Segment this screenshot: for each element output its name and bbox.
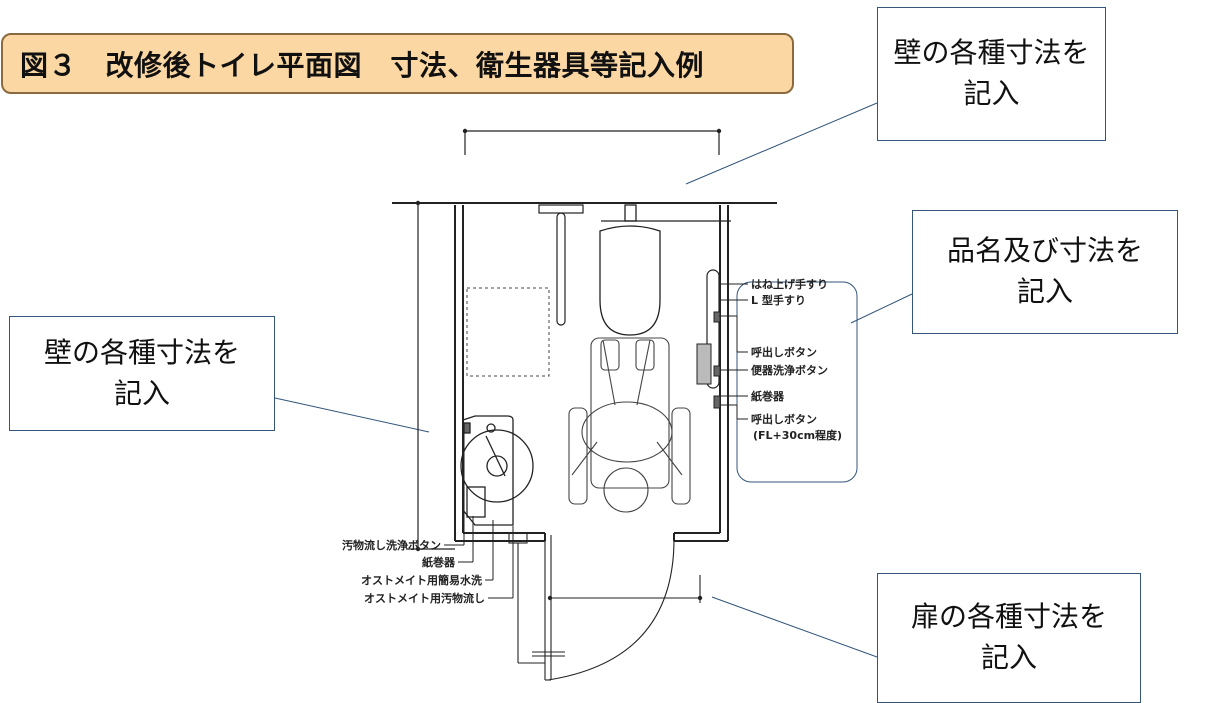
callout-line-2: 記入 [980, 641, 1037, 674]
label-l-handrail: L 型手すり [751, 293, 806, 307]
wall-fixtures [696, 311, 721, 409]
callout-line-1: 品名及び寸法を [946, 234, 1143, 268]
label-ostomate-washer: オストメイト用簡易水洗 [361, 573, 482, 587]
label-call-button: 呼出しボタン [751, 345, 817, 359]
callout-wall-dimensions-top: 壁の各種寸法を 記入 [877, 7, 1106, 141]
door [508, 532, 701, 681]
left-label-leaders [444, 428, 514, 599]
right-label-leaders [719, 283, 748, 420]
page-title: 図３ 改修後トイレ平面図 寸法、衛生器具等記入例 [20, 48, 705, 82]
wheelchair-space [466, 287, 550, 377]
label-paper-holder-left: 紙巻器 [422, 555, 456, 569]
callout-line-1: 扉の各種寸法を [910, 600, 1107, 634]
title-banner: 図３ 改修後トイレ平面図 寸法、衛生器具等記入例 [1, 33, 794, 94]
callout-line-2: 記入 [113, 376, 170, 410]
callout-line-2: 記入 [1016, 275, 1073, 308]
callout-wall-dimensions-left: 壁の各種寸法を 記入 [9, 316, 275, 431]
callout-line-1: 壁の各種寸法を [893, 36, 1090, 70]
top-dimension-line [464, 130, 720, 155]
ostomate-sink [460, 415, 534, 526]
l-handrail [706, 269, 720, 389]
label-flip-up-handrail: はね上げ手すり [751, 277, 828, 291]
labels-highlight-box [736, 281, 858, 483]
left-dimension-line [406, 202, 455, 550]
flip-up-handrail [538, 204, 584, 326]
toilet [599, 204, 731, 336]
label-flush-button: 便器洗浄ボタン [751, 363, 828, 377]
callout-line-1: 壁の各種寸法を [43, 335, 240, 369]
callout-door-dimensions: 扉の各種寸法を 記入 [877, 573, 1141, 703]
wheelchair-user [568, 337, 691, 513]
label-call-button-note: (FL+30cm程度) [753, 428, 842, 442]
label-paper-holder: 紙巻器 [751, 389, 785, 403]
label-sink-flush-button: 汚物流し洗浄ボタン [342, 538, 441, 552]
callout-line-2: 記入 [963, 77, 1020, 110]
label-call-button-low: 呼出しボタン [751, 412, 817, 426]
callout-product-dimensions: 品名及び寸法を 記入 [912, 210, 1178, 334]
leader-lines [274, 102, 913, 658]
label-ostomate-sink: オストメイト用汚物流し [364, 591, 485, 605]
